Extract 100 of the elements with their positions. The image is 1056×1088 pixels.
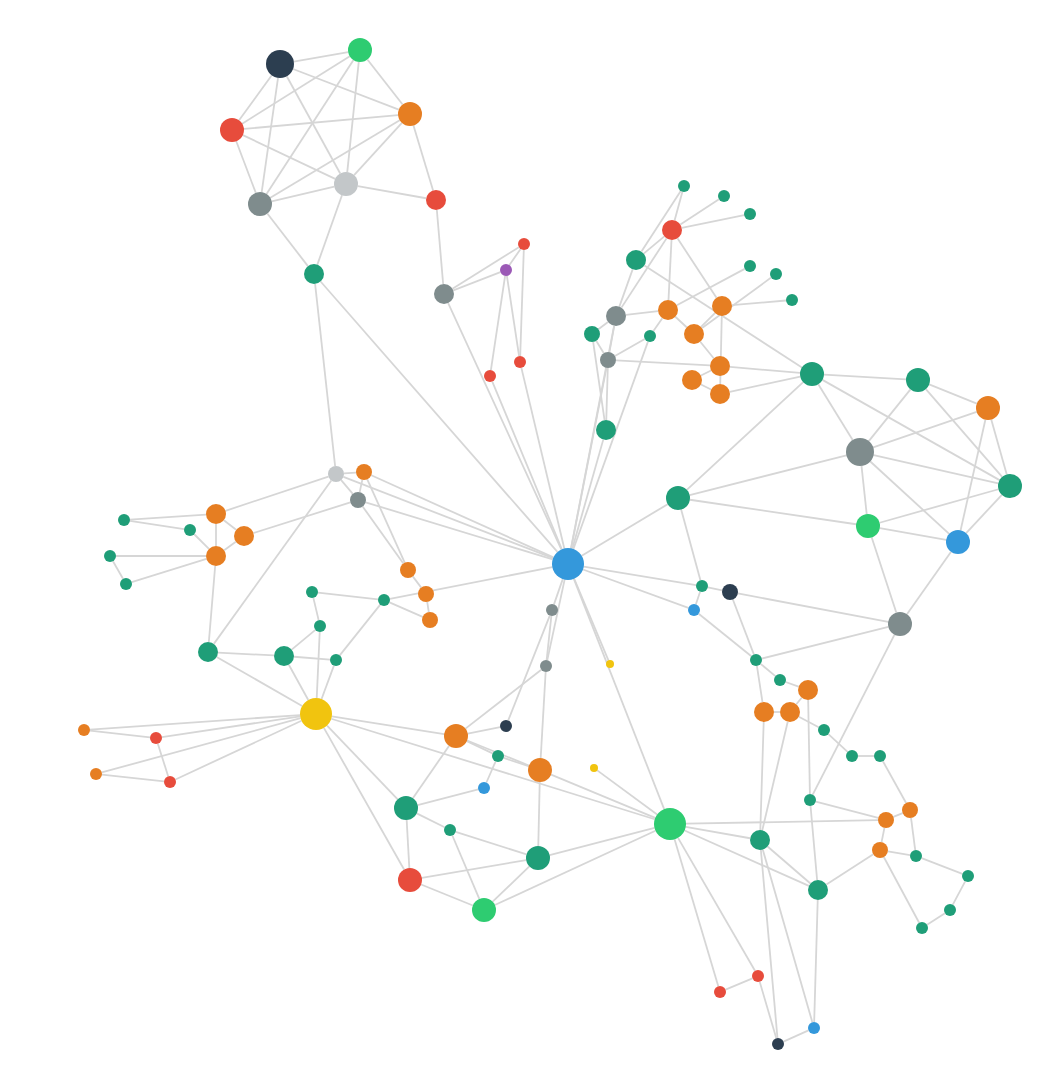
graph-node xyxy=(514,356,526,368)
network-link xyxy=(358,478,364,494)
network-link xyxy=(364,501,554,561)
graph-node xyxy=(540,660,552,672)
graph-node xyxy=(398,868,422,892)
network-link xyxy=(161,715,302,738)
network-link xyxy=(685,819,879,825)
network-link xyxy=(502,757,530,768)
graph-node xyxy=(684,324,704,344)
network-link xyxy=(910,817,917,851)
network-link xyxy=(571,438,605,550)
network-link xyxy=(316,194,343,266)
network-link xyxy=(928,383,978,405)
network-link xyxy=(129,520,185,530)
network-link xyxy=(485,760,497,784)
graph-node xyxy=(752,970,764,982)
network-link xyxy=(241,55,351,125)
network-link xyxy=(760,849,779,1039)
network-link xyxy=(887,850,911,856)
network-link xyxy=(330,717,656,821)
network-link xyxy=(224,475,330,512)
graph-node xyxy=(526,846,550,870)
graph-node xyxy=(78,724,90,736)
network-link xyxy=(797,715,820,729)
graph-node xyxy=(658,300,678,320)
network-link xyxy=(700,383,712,391)
network-link xyxy=(667,239,673,301)
network-link xyxy=(100,717,302,774)
graph-node xyxy=(198,642,218,662)
network-link xyxy=(572,578,666,810)
graph-node xyxy=(400,562,416,578)
network-link xyxy=(926,912,946,926)
graph-node xyxy=(606,660,614,668)
graph-node xyxy=(304,264,324,284)
network-link xyxy=(673,190,684,222)
network-link xyxy=(618,268,634,308)
network-link xyxy=(872,411,978,449)
network-link xyxy=(760,626,890,660)
graph-node xyxy=(596,420,616,440)
network-link xyxy=(293,655,331,661)
network-link xyxy=(673,838,720,988)
graph-node xyxy=(164,776,176,788)
graph-node xyxy=(710,356,730,376)
network-link xyxy=(951,880,967,906)
network-link xyxy=(314,283,337,467)
network-link xyxy=(405,819,411,869)
network-link xyxy=(882,760,907,804)
network-link xyxy=(174,719,303,781)
network-link xyxy=(643,264,803,369)
network-link xyxy=(416,788,480,806)
graph-node xyxy=(492,750,504,762)
network-link xyxy=(596,769,658,816)
graph-node xyxy=(662,220,682,240)
network-link xyxy=(959,418,987,532)
network-link xyxy=(507,614,551,722)
network-link xyxy=(361,505,405,565)
graph-node xyxy=(234,526,254,546)
network-link xyxy=(260,76,279,193)
graph-node xyxy=(334,172,358,196)
network-link xyxy=(356,185,428,200)
network-link xyxy=(550,773,657,819)
network-link xyxy=(101,773,165,783)
network-link xyxy=(688,454,848,496)
network-link xyxy=(683,829,810,887)
network-link xyxy=(112,560,124,580)
network-link xyxy=(464,668,543,730)
network-link xyxy=(212,479,333,645)
network-link xyxy=(652,317,664,332)
network-link xyxy=(412,124,434,192)
network-link xyxy=(315,631,321,699)
network-link xyxy=(235,140,257,194)
graph-node xyxy=(786,294,798,306)
network-link xyxy=(700,369,712,377)
graph-node xyxy=(418,586,434,602)
graph-node xyxy=(206,504,226,524)
graph-node xyxy=(722,584,738,600)
graph-node xyxy=(104,550,116,562)
graph-node xyxy=(818,724,830,736)
graph-node xyxy=(274,646,294,666)
network-link xyxy=(573,577,610,662)
graph-node xyxy=(248,192,272,216)
graph-node xyxy=(946,530,970,554)
network-link xyxy=(317,591,379,601)
network-link xyxy=(640,190,682,253)
network-link xyxy=(869,460,951,535)
graph-node xyxy=(654,808,686,840)
network-link xyxy=(420,883,474,907)
network-link xyxy=(451,834,481,900)
network-link xyxy=(697,612,753,658)
graph-node xyxy=(754,702,774,722)
network-link xyxy=(338,603,382,657)
graph-node xyxy=(590,764,598,772)
network-link xyxy=(965,493,1003,535)
network-link xyxy=(353,121,403,177)
network-link xyxy=(756,665,764,703)
network-link xyxy=(924,388,1004,478)
network-link xyxy=(546,578,566,662)
graph-node xyxy=(266,50,294,78)
network-link xyxy=(642,235,666,255)
network-link xyxy=(548,827,656,856)
